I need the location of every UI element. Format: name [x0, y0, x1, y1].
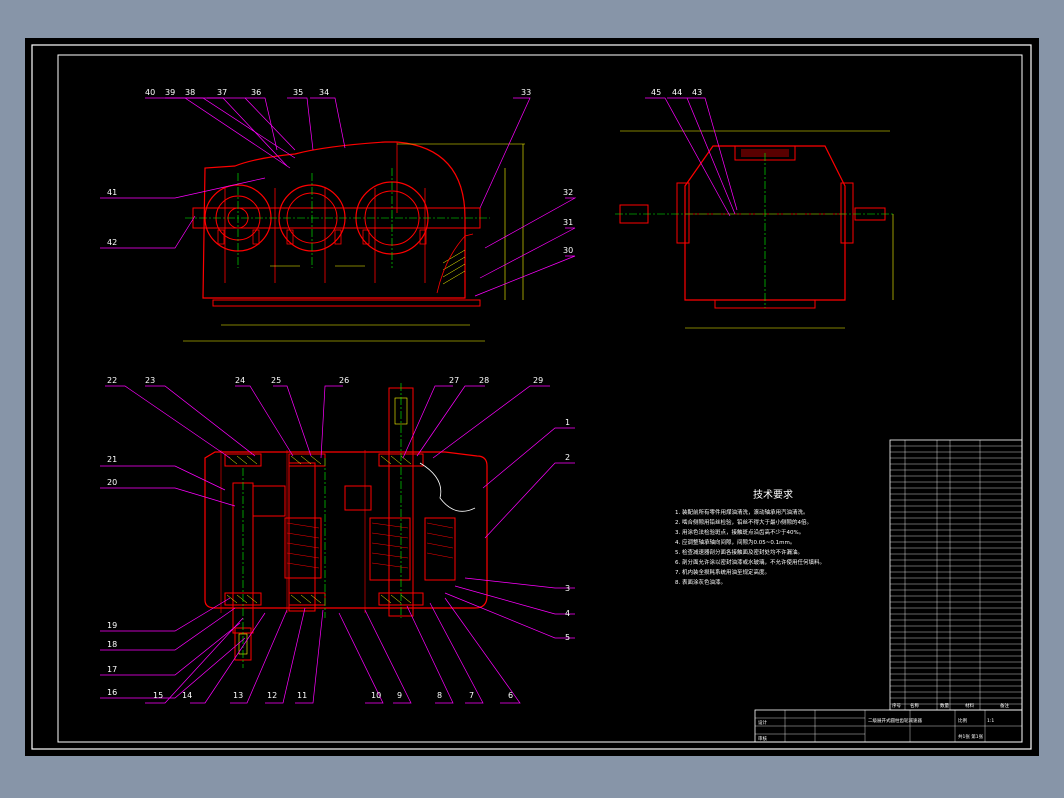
callout-22: 22 — [107, 376, 117, 385]
callout-16: 16 — [107, 688, 117, 697]
tech-requirement-line: 1. 装配前所有零件用煤油清洗，滚动轴承用汽油清洗。 — [675, 508, 809, 516]
callout-41: 41 — [107, 188, 117, 197]
callout-3: 3 — [565, 584, 570, 593]
callout-10: 10 — [371, 691, 381, 700]
inner-frame — [57, 54, 1023, 743]
callout-27: 27 — [449, 376, 459, 385]
callout-15: 15 — [153, 691, 163, 700]
header-quantity: 数量 — [940, 702, 949, 709]
callout-5: 5 — [565, 633, 570, 642]
leader-lines — [100, 97, 738, 704]
callout-37: 37 — [217, 88, 227, 97]
tech-requirement-line: 7. 机内装全损耗系统用油至规定高度。 — [675, 568, 770, 576]
callout-1: 1 — [565, 418, 570, 427]
callout-17: 17 — [107, 665, 117, 674]
callout-4: 4 — [565, 609, 570, 618]
scale-label: 比例 — [958, 717, 967, 724]
outer-frame — [31, 44, 1032, 750]
title-block: 设计 审核 二级展开式圆柱齿轮减速器 比例 1:1 共1张 第1张 — [754, 709, 1023, 743]
tech-requirement-line: 5. 检查减速器剖分面各接触面及密封处均不许漏油。 — [675, 548, 803, 556]
callout-29: 29 — [533, 376, 543, 385]
callout-32: 32 — [563, 188, 573, 197]
callout-24: 24 — [235, 376, 245, 385]
callout-36: 36 — [251, 88, 261, 97]
tech-requirement-line: 2. 啮合侧隙用铅丝检验，铅丝不得大于最小侧隙的4倍。 — [675, 518, 812, 526]
callout-12: 12 — [267, 691, 277, 700]
callout-26: 26 — [339, 376, 349, 385]
header-seq: 序号 — [892, 702, 901, 709]
callout-28: 28 — [479, 376, 489, 385]
callout-44: 44 — [672, 88, 682, 97]
callout-33: 33 — [521, 88, 531, 97]
callout-13: 13 — [233, 691, 243, 700]
callout-19: 19 — [107, 621, 117, 630]
designer-label: 设计 — [758, 719, 767, 726]
callout-8: 8 — [437, 691, 442, 700]
callout-18: 18 — [107, 640, 117, 649]
scale-value: 1:1 — [987, 718, 994, 724]
callout-34: 34 — [319, 88, 329, 97]
tech-requirement-line: 8. 表面涂灰色油漆。 — [675, 578, 726, 586]
callout-7: 7 — [469, 691, 474, 700]
callout-39: 39 — [165, 88, 175, 97]
callout-35: 35 — [293, 88, 303, 97]
section-view — [204, 383, 488, 668]
assembly-drawing: 4039383736353433414232313045444322232425… — [31, 44, 1032, 750]
callout-42: 42 — [107, 238, 117, 247]
tech-requirement-line: 6. 剖分面允许涂以密封油漆或水玻璃，不允许使用任何填料。 — [675, 558, 825, 566]
tech-requirements-title: 技术要求 — [753, 488, 793, 501]
callout-6: 6 — [508, 691, 513, 700]
front-view — [183, 141, 525, 342]
callout-40: 40 — [145, 88, 155, 97]
callout-30: 30 — [563, 246, 573, 255]
callout-38: 38 — [185, 88, 195, 97]
callout-23: 23 — [145, 376, 155, 385]
callout-45: 45 — [651, 88, 661, 97]
callout-21: 21 — [107, 455, 117, 464]
header-material: 材料 — [965, 702, 974, 709]
tech-requirement-line: 4. 应调整轴承轴向间隙，间隙为0.05~0.1mm。 — [675, 538, 795, 546]
callout-31: 31 — [563, 218, 573, 227]
sheet-count: 共1张 第1张 — [958, 733, 984, 740]
drawing-name: 二级展开式圆柱齿轮减速器 — [868, 717, 922, 724]
header-remark: 备注 — [1000, 702, 1009, 709]
parts-list: 序号 名称 数量 材料 备注 — [889, 439, 1023, 711]
side-view — [615, 130, 895, 329]
callout-11: 11 — [297, 691, 307, 700]
parts-list-header: 序号 名称 数量 材料 备注 — [892, 702, 1009, 709]
callout-9: 9 — [397, 691, 402, 700]
callout-43: 43 — [692, 88, 702, 97]
checker-label: 审核 — [758, 735, 767, 742]
callout-2: 2 — [565, 453, 570, 462]
tech-requirements: 技术要求 1. 装配前所有零件用煤油清洗，滚动轴承用汽油清洗。 2. 啮合侧隙用铅… — [675, 488, 825, 586]
callout-25: 25 — [271, 376, 281, 385]
callout-20: 20 — [107, 478, 117, 487]
header-name: 名称 — [910, 702, 919, 709]
tech-requirement-line: 3. 用涂色法检验斑点，接触斑点沿齿高不少于40%。 — [675, 528, 804, 536]
callout-14: 14 — [182, 691, 192, 700]
